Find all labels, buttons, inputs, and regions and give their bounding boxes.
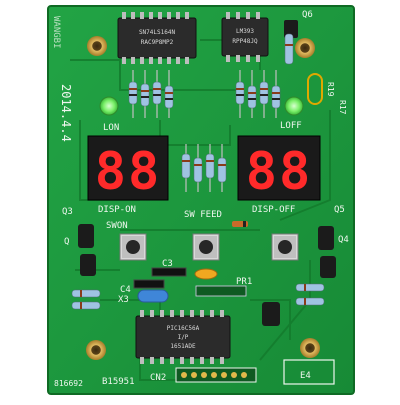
chip-u1-line2: RAC9P8MP2 [141,39,174,46]
cap-c3 [151,267,187,277]
label-q4: Q4 [338,235,349,245]
resistor-top-right [284,33,294,65]
label-cn2: CN2 [150,373,166,383]
transistor-q3: Q [64,224,94,248]
resistor-bank-middle [181,144,227,192]
label-c4: C4 [120,285,131,295]
chip-u1-line1: SN74LS164N [139,29,176,36]
button-off [271,233,299,261]
chip-mcu-line1: PIC16C56A [167,325,200,332]
led-off [284,96,304,116]
connector-cn2: CN2 [150,367,257,383]
label-q-small: Q [64,237,69,247]
label-led-off: LOFF [280,121,302,131]
board-signature: WANGBI [51,16,61,49]
mount-hole-top-left [87,36,107,56]
label-led-on: LON [103,123,119,133]
mount-hole-bottom-left [86,340,106,360]
label-disp-off: DISP-OFF [252,205,295,215]
mount-hole-top-right [295,38,315,58]
button-swon [119,233,147,261]
transistor-q5 [320,256,336,278]
transistor-q4: Q4 [318,226,349,250]
display-left-digits: 88 [95,142,162,202]
label-e4: E4 [300,371,311,381]
label-pr1: PR1 [236,277,252,287]
label-r19: R19 [326,82,335,97]
chip-u2: LM393 RPP48JQ [221,12,269,62]
label-x3: X3 [118,295,129,305]
chip-u2-line2: RPP48JQ [232,38,258,45]
display-right: 88 [237,135,321,202]
label-q5: Q5 [334,205,345,215]
label-swon: SWON [106,221,128,231]
label-r17: R17 [338,100,347,115]
board-date: 2014.4.4 [59,84,73,142]
connector-e4: E4 [283,359,335,385]
label-c3: C3 [162,259,173,269]
cap-c4 [133,279,165,289]
label-disp-on: DISP-ON [98,205,136,215]
chip-mcu-line3: 1651ADE [170,343,196,350]
label-q3: Q3 [62,207,73,217]
crystal-x3 [137,289,169,303]
chip-u1: SN74LS164N RAC9P8MP2 [117,12,197,64]
transistor-q6: Q6 [284,10,313,38]
resonator-pr1 [194,268,218,280]
resistor-row-bottom [71,283,325,310]
crystal-r17: R17 R19 [307,73,347,115]
transistor-bottom [262,302,280,326]
chip-mcu: PIC16C56A I/P 1651ADE [135,310,231,364]
label-sw-feed: SW FEED [184,210,222,220]
transistor-left-2 [80,254,96,276]
diode-feed [232,221,248,227]
label-q6: Q6 [302,10,313,20]
board-batch: 816692 [54,379,83,388]
display-left: 88 [87,135,169,202]
display-right-digits: 88 [246,142,313,202]
button-feed [192,233,220,261]
chip-mcu-line2: I/P [178,334,189,341]
chip-u2-line1: LM393 [236,28,254,35]
header-pr1 [195,285,247,297]
resistor-bank-top [128,70,281,118]
led-on [99,96,119,116]
mount-hole-bottom-right [300,338,320,358]
board-serial: B15951 [102,377,135,387]
